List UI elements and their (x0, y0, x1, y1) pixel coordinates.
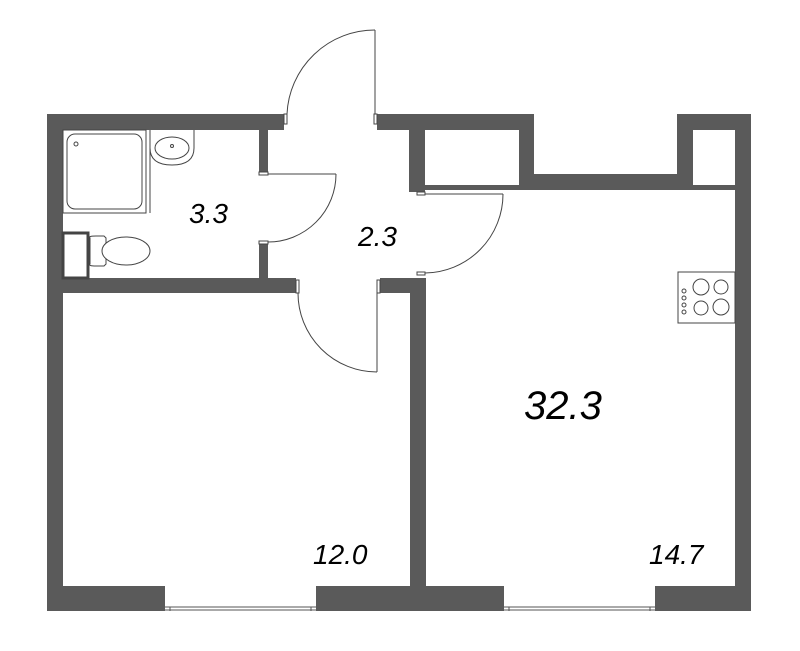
shower-tray (62, 129, 147, 214)
wall-niche-right (519, 114, 534, 190)
wall-top-middle (534, 174, 677, 190)
wall-bath-right-upper (259, 114, 268, 172)
area-label-total: 32.3 (524, 384, 602, 428)
wall-right-box-top (677, 114, 751, 130)
window-kitchen (504, 586, 655, 611)
wall-bottom-3 (655, 586, 751, 611)
door-entrance (283, 29, 378, 125)
door-bathroom (258, 171, 337, 245)
window-bedroom (165, 586, 316, 611)
area-label-hallway: 2.3 (358, 221, 397, 252)
bathroom-fixtures (61, 129, 195, 280)
wall-left (47, 114, 63, 611)
walls (47, 114, 751, 611)
toilet (61, 231, 151, 280)
area-label-bathroom: 3.3 (189, 198, 228, 229)
wall-bath-bottom (63, 278, 296, 293)
wall-niche-left (409, 114, 425, 192)
washbasin (149, 130, 195, 213)
area-label-bedroom: 12.0 (313, 539, 368, 570)
wall-top-right (377, 114, 534, 130)
wall-bottom-1 (47, 586, 165, 611)
cooktop (677, 271, 736, 324)
wall-top-left (47, 114, 284, 130)
wall-bottom-2 (316, 586, 504, 611)
wall-bath-right-lower (259, 244, 268, 293)
wall-niche-bottom (425, 185, 519, 190)
door-bedroom (295, 279, 381, 373)
wall-right-box-bottom (693, 185, 735, 190)
windows (165, 586, 655, 611)
door-living (416, 191, 504, 276)
wall-right (735, 114, 751, 611)
doors (258, 29, 504, 373)
wall-right-box-left (677, 114, 693, 190)
wall-partition-vertical (410, 278, 426, 611)
area-label-kitchen-living: 14.7 (649, 539, 704, 570)
